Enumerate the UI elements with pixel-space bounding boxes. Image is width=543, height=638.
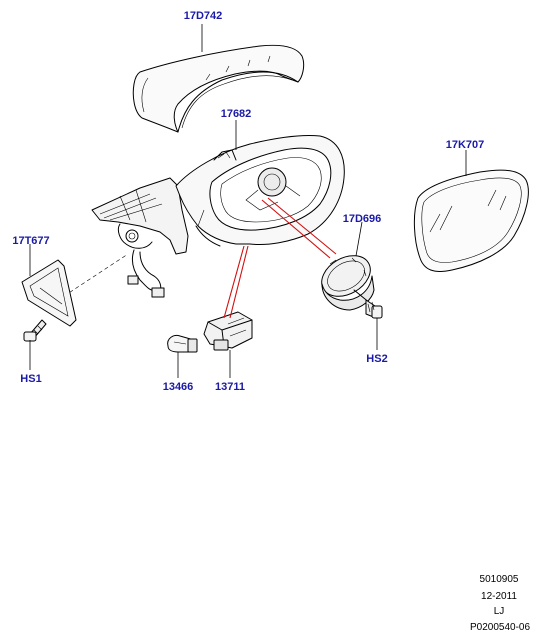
label-cover: 17D742 [184, 10, 223, 22]
label-screw-hs2: HS2 [366, 353, 387, 365]
label-actuator: 17D696 [343, 213, 382, 225]
part-labels: 17D742 17682 17K707 17D696 17T677 HS1 HS… [12, 10, 484, 393]
mirror-cover [132, 44, 305, 133]
reference-date: 12-2011 [481, 591, 517, 602]
actuator-motor [321, 255, 377, 311]
assembly-link-lines [223, 197, 337, 319]
screw-hs2 [365, 299, 383, 319]
label-bulb: 13466 [163, 381, 194, 393]
mirror-glass [413, 169, 529, 272]
reference-illustration-id: P0200540-06 [470, 622, 530, 633]
label-lamp-unit: 13711 [215, 381, 245, 393]
screw-hs1 [23, 319, 47, 342]
puddle-lamp-lens [21, 259, 77, 327]
reference-model: LJ [494, 606, 505, 617]
bulb [167, 335, 198, 353]
reference-block: 5010905 12-2011 LJ P0200540-06 [470, 574, 530, 633]
lamp-unit [203, 311, 253, 351]
leader-lines [29, 24, 467, 378]
label-screw-hs1: HS1 [20, 373, 41, 385]
label-housing: 17682 [221, 108, 252, 120]
label-puddle-lens: 17T677 [12, 235, 49, 247]
mirror-housing [51, 135, 345, 305]
reference-code: 5010905 [480, 574, 519, 585]
label-glass: 17K707 [446, 139, 485, 151]
